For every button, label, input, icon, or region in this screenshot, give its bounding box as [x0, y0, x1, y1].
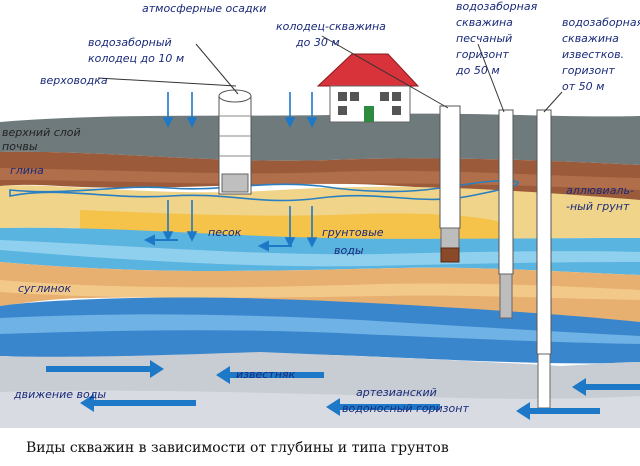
well-30m-pipe — [439, 105, 461, 229]
label-alluvial-line2: -ный грунт — [566, 200, 630, 213]
pointer-line — [195, 43, 239, 95]
label-sand-well-line5: до 50 м — [455, 64, 500, 77]
flow-arrow-head — [257, 240, 269, 252]
well-sand-pipe — [498, 109, 514, 275]
deep-flow-arrow — [216, 366, 324, 384]
rain-arrow-head — [186, 117, 198, 128]
label-groundwater-line1: грунтовые — [322, 226, 384, 239]
topsoil-layer — [0, 113, 640, 165]
rain-arrows — [162, 92, 318, 128]
deep-flow-arrow — [572, 378, 640, 396]
label-clay: глина — [10, 164, 44, 177]
label-sand-well-line4: горизонт — [456, 48, 509, 61]
label-sand-well-line3: песчаный — [456, 32, 512, 45]
label-limestone: известняк — [236, 368, 296, 381]
infiltration-arrow-head — [306, 237, 318, 248]
label-artesian-line2: водоносный горизонт — [342, 402, 469, 415]
label-perched-water: верховодка — [40, 74, 108, 87]
house-door — [364, 106, 374, 122]
pointer-line — [477, 43, 505, 113]
house — [316, 53, 420, 123]
label-precipitation: атмосферные осадки — [142, 2, 266, 15]
house-window-1 — [338, 92, 347, 101]
deep-flow-arrow — [80, 394, 196, 412]
intake-well-filter — [221, 173, 249, 193]
house-window-4 — [392, 92, 401, 101]
intake-well-top — [218, 89, 252, 103]
deep-flow-arrow — [516, 402, 600, 420]
pointer-lines — [97, 35, 563, 113]
pointer-line — [543, 91, 563, 113]
perched-water-line — [9, 179, 519, 202]
deep-flow-arrow — [326, 398, 440, 416]
house-window-6 — [392, 106, 401, 115]
infiltration-arrow-head — [162, 231, 174, 242]
label-artesian-line1: артезианский — [356, 386, 437, 399]
flow-arrow-head — [143, 234, 155, 246]
well-lime-filter — [537, 353, 551, 409]
label-loam: суглинок — [18, 282, 71, 295]
clay-layer-light — [0, 168, 640, 190]
label-well-30-line1: колодец-скважина — [276, 20, 386, 33]
well-lime-pipe — [536, 109, 552, 355]
intake-well — [218, 89, 252, 195]
infiltration-arrows — [162, 200, 318, 248]
deep-flow-arrows — [46, 360, 640, 420]
well-30m-bottom — [440, 247, 460, 263]
well-limestone-horizon — [536, 109, 552, 409]
groundwater-flow-arrows — [143, 234, 292, 252]
rain-arrow-head — [162, 117, 174, 128]
label-intake-well-line2: колодец до 10 м — [88, 52, 184, 65]
label-water-movement: движение воды — [13, 388, 106, 401]
groundwater-band — [0, 240, 640, 267]
aquifer-band — [0, 314, 640, 344]
label-alluvial-line1: аллювиаль- — [566, 184, 634, 197]
house-window-2 — [350, 92, 359, 101]
infiltration-arrow-head — [284, 237, 296, 248]
label-sand-well-line2: скважина — [456, 16, 513, 29]
loam-stripe — [0, 280, 640, 300]
well-30m — [439, 105, 461, 263]
rain-arrow-head — [306, 117, 318, 128]
label-lime-well-line3: известков. — [562, 48, 624, 61]
deep-flow-arrow — [46, 360, 164, 378]
label-topsoil-line2: почвы — [2, 140, 38, 153]
infiltration-arrow-head — [186, 231, 198, 242]
pointer-line — [321, 35, 449, 109]
label-lime-well-line1: водозаборная — [562, 16, 640, 29]
label-sand-well-line1: водозаборная — [456, 0, 538, 13]
house-window-5 — [338, 106, 347, 115]
diagram-caption: Виды скважин в зависимости от глубины и … — [26, 440, 449, 456]
pointer-line — [97, 77, 237, 87]
label-groundwater-line2: воды — [334, 244, 364, 257]
label-well-30-line2: до 30 м — [295, 36, 340, 49]
label-lime-well-line4: горизонт — [562, 64, 615, 77]
label-lime-well-line2: скважина — [562, 32, 619, 45]
well-30m-filter — [440, 227, 460, 249]
well-sand-filter — [499, 273, 513, 319]
rain-arrow-head — [284, 117, 296, 128]
label-lime-well-line5: от 50 м — [562, 80, 604, 93]
label-sand: песок — [208, 226, 242, 239]
label-intake-well-line1: водозаборный — [88, 36, 172, 49]
label-topsoil-line1: верхний слой — [2, 126, 81, 139]
house-window-3 — [380, 92, 389, 101]
well-sand-horizon — [498, 109, 514, 319]
